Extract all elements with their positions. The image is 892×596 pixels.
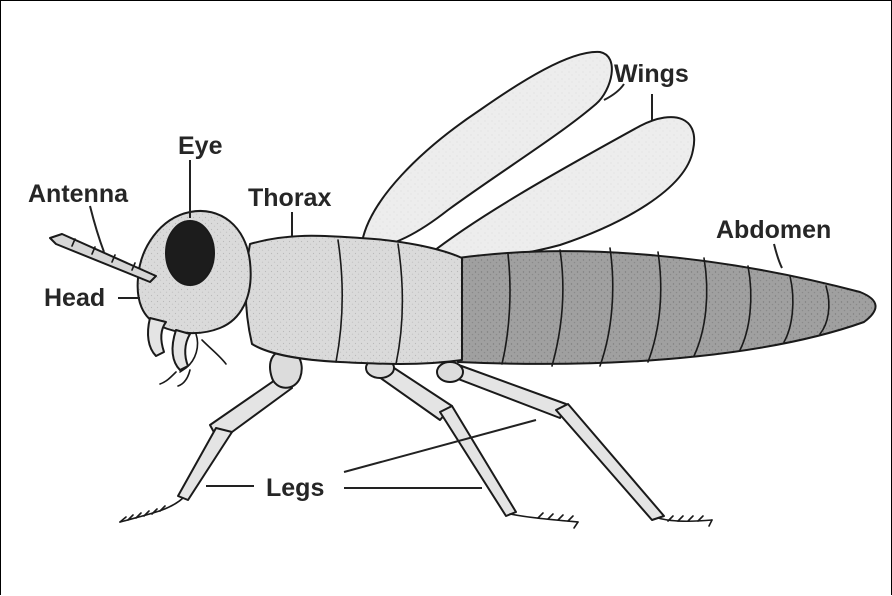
- mouthparts: [148, 318, 166, 356]
- legs: [120, 350, 712, 528]
- label-thorax: Thorax: [248, 184, 331, 212]
- abdomen: [458, 248, 876, 366]
- coxa-hind: [437, 362, 463, 382]
- thorax-body: [246, 236, 462, 364]
- abdomen-body: [458, 251, 876, 364]
- label-abdomen: Abdomen: [716, 216, 831, 244]
- legs-leader-2: [344, 420, 536, 472]
- label-head: Head: [44, 284, 105, 312]
- compound-eye: [166, 221, 214, 285]
- label-antenna: Antenna: [28, 180, 129, 208]
- abdomen-leader: [774, 244, 782, 268]
- label-wings: Wings: [614, 60, 689, 88]
- label-legs: Legs: [266, 474, 324, 502]
- label-eye: Eye: [178, 132, 223, 160]
- antenna-leader: [90, 206, 104, 252]
- antenna: [50, 234, 156, 282]
- thorax: [246, 236, 462, 364]
